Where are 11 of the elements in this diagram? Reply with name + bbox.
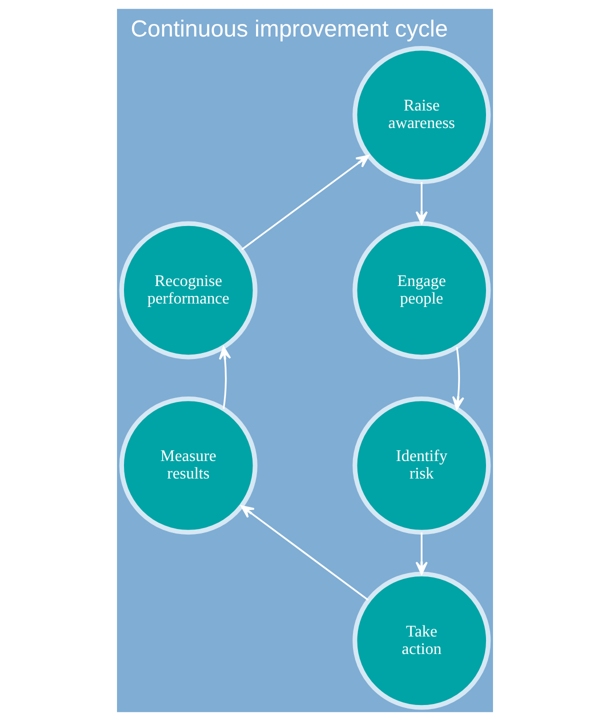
arrow (240, 154, 369, 250)
arrow (415, 532, 428, 575)
diagram-title: Continuous improvement cycle (130, 16, 448, 42)
node-circle: Raise awareness (352, 46, 490, 184)
node-circle: Engage people (352, 221, 490, 360)
node-circle: Take action (352, 572, 490, 710)
node-circle: Measure results (118, 396, 257, 535)
arrow (415, 182, 428, 224)
arrow (218, 346, 230, 409)
arrow (240, 505, 368, 601)
arrow (452, 347, 464, 410)
